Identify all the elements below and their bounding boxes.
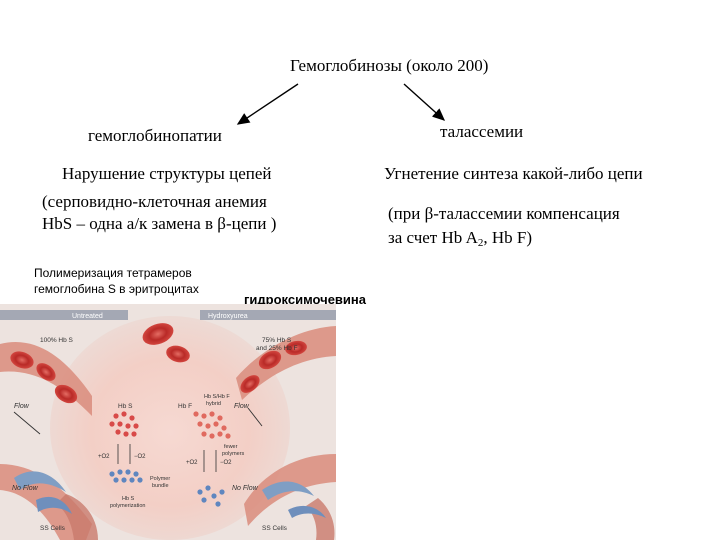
right-vessel [236,326,336,400]
thalassemias-heading: талассемии [440,122,524,141]
thalassemias-desc-line1: Угнетение синтеза какой-либо цепи [384,164,643,183]
hb-s-label: Hb S [118,403,133,410]
untreated-label: Untreated [72,313,103,320]
polymerization-caption-line1: Полимеризация тетрамеров [34,266,192,280]
red-cell [166,345,190,363]
diagram-title: Гемоглобинозы (около 200) [290,56,489,75]
o2-minus-left-label: −O2 [134,454,146,460]
thalassemias-desc-line3-sub: 2 [477,237,484,249]
no-flow-left-label: No Flow [12,485,39,492]
ss-cells-right-label: SS Cells [262,525,288,532]
arrow-to-hemoglobinopathies [236,83,299,125]
fewer-polymers-label: fewer [224,444,238,450]
hydroxyurea-banner [200,310,336,320]
polymer-bundle-label-2: bundle [152,483,169,489]
hbs-hbf-blue-dots [197,485,225,507]
hbs-polymerization-label-2: polymerization [110,503,145,509]
red-cell [258,350,282,370]
flow-right-label: Flow [234,403,250,410]
no-flow-right-label: No Flow [232,485,259,492]
thalassemias-desc-line3-pre: за счет Hb A [388,228,478,247]
red-cell [142,323,174,345]
polymer-bundle-label: Polymer [150,476,170,482]
branch-arrows [236,83,446,125]
thalassemias-desc-line3: за счет Hb A2, Hb F) [388,228,532,249]
untreated-banner [0,310,128,320]
sickle-cell [288,505,326,518]
hb-s-dots [109,411,139,437]
hydroxyurea-banner-label: Hydroxyurea [208,313,248,320]
red-cell [36,363,56,381]
hbs-75-label: 75% Hb S [262,337,292,344]
thalassemias-desc-line3-post: , Hb F) [483,228,533,247]
hbs-polymerization-label: Hb S [122,496,135,502]
hemoglobinopathies-desc-line2: (серповидно-клеточная анемия [42,192,267,211]
polymerization-caption-line2: гемоглобина S в эритроцитах [34,282,199,296]
hbs-hbf-hybrid-label-2: hybrid [206,401,221,407]
o2-plus-right-label: +O2 [186,460,198,466]
polymer-bundle-dots [109,469,143,483]
o2-plus-left-label: +O2 [98,454,110,460]
sickle-cell [262,481,314,500]
arrow-to-thalassemias [403,83,446,121]
hbf-25-label: and 25% Hb F [256,345,298,352]
fewer-polymers-label-2: polymers [222,451,245,457]
flow-left-label: Flow [14,403,30,410]
red-cell [10,351,34,369]
hbs-hbf-hybrid-label: Hb S/Hb F [204,394,230,400]
hemoglobinopathies-desc-line1: Нарушение структуры цепей [62,164,272,183]
hemoglobinopathies-heading: гемоглобинопатии [88,126,222,145]
sickle-cell [36,496,72,514]
hbs-100-label: 100% Hb S [40,337,74,344]
hydroxyurea-label: гидроксимочевина [244,292,367,307]
sickle-cell [14,471,66,492]
sickle-cell-figure: Untreated Hydroxyurea [0,304,336,540]
hb-f-dots [193,411,231,439]
ss-cells-left-label: SS Cells [40,525,66,532]
thalassemias-desc-line2: (при β-талассемии компенсация [388,204,620,223]
hb-f-label: Hb F [178,403,192,410]
hemoglobinopathies-desc-line3: HbS – одна а/к замена в β-цепи ) [42,214,277,233]
red-cell [240,375,260,393]
o2-minus-right-label: −O2 [220,460,232,466]
figure-center-glow [50,316,290,540]
red-cell [285,340,307,356]
flow-arrow-right [247,407,263,427]
red-cell [54,384,78,404]
flow-arrow-left [13,411,41,435]
